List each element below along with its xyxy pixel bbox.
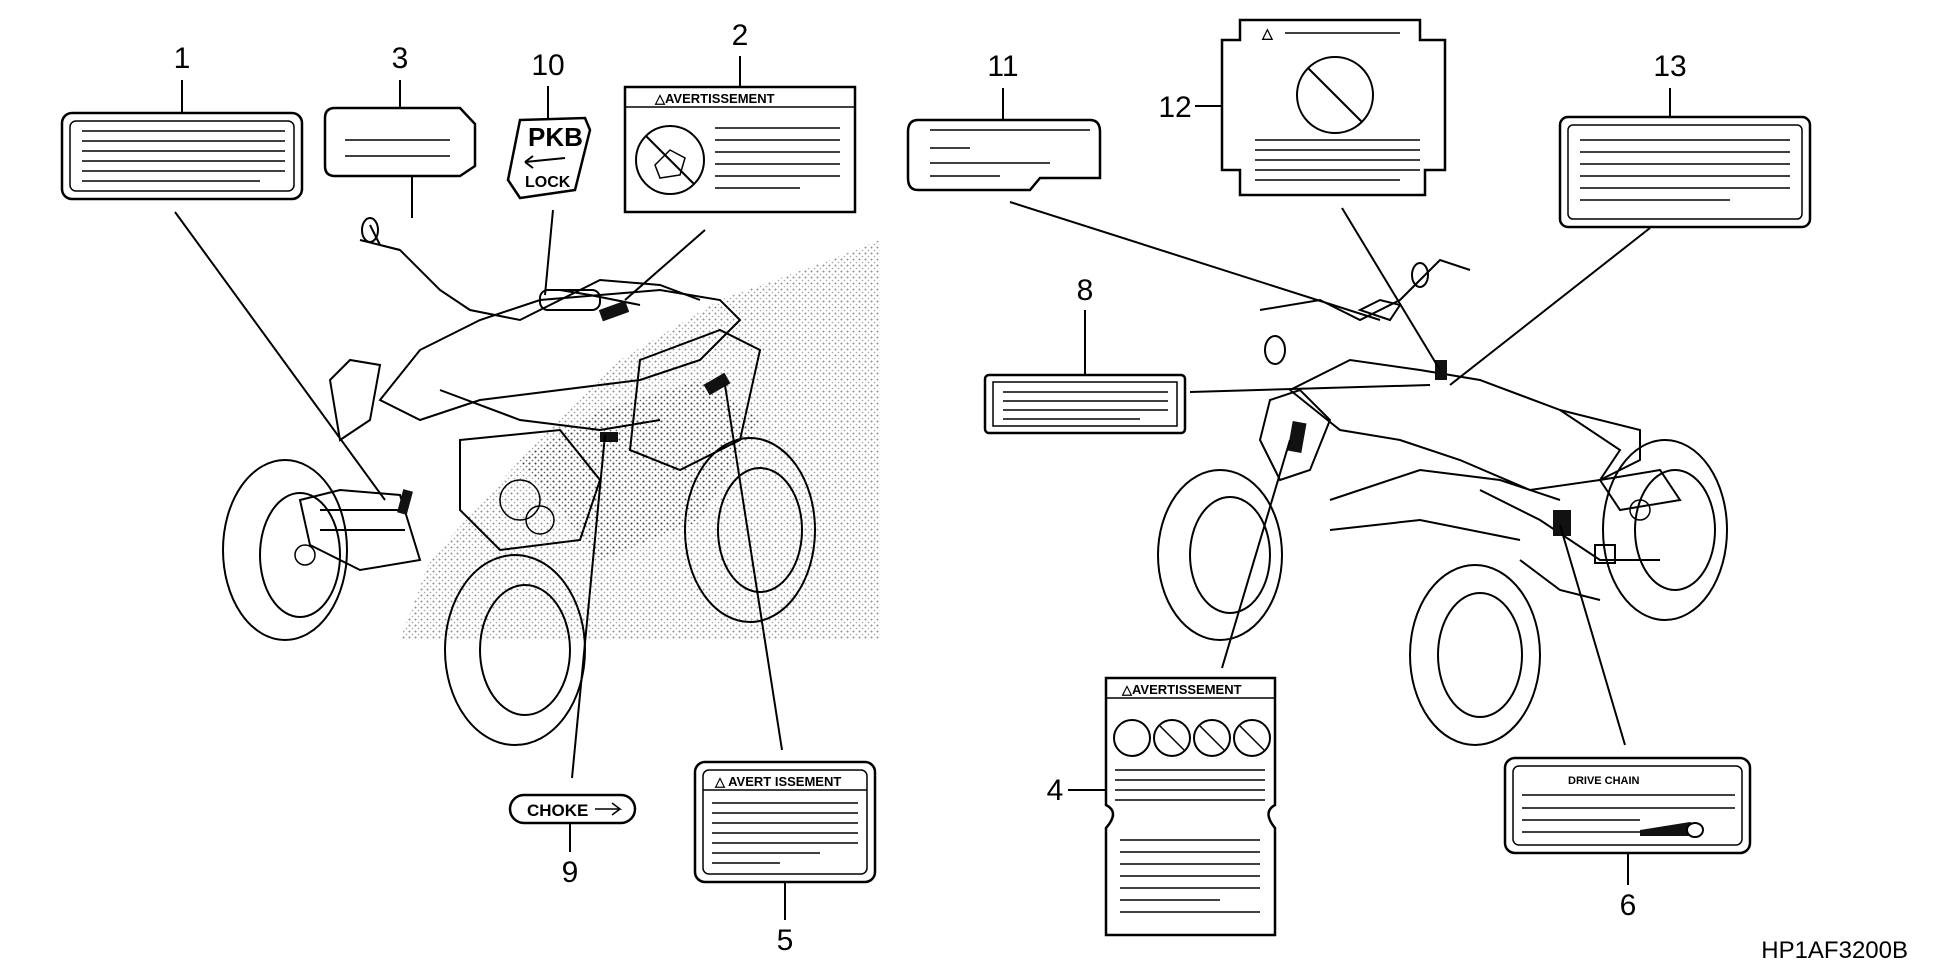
label-9-choke: CHOKE	[508, 793, 637, 825]
label-2-header: △AVERTISSEMENT	[654, 91, 775, 106]
label-12-plate: △	[1220, 18, 1447, 197]
callout-13: 13	[1653, 50, 1686, 83]
label-5-header: △ AVERT ISSEMENT	[714, 774, 841, 789]
callout-3: 3	[392, 42, 409, 75]
callout-9: 9	[562, 856, 579, 889]
label-5-warning-plate: △ AVERT ISSEMENT	[693, 760, 877, 884]
pkb-text: PKB	[528, 122, 583, 152]
callout-2: 2	[732, 19, 749, 52]
label-11-plate	[906, 118, 1102, 192]
callout-5: 5	[777, 924, 794, 957]
callout-11: 11	[987, 50, 1018, 83]
callout-4: 4	[1047, 774, 1064, 807]
label-4-warning-plate: △AVERTISSEMENT	[1104, 676, 1277, 937]
label-6-header: DRIVE CHAIN	[1568, 775, 1640, 787]
part-code: HP1AF3200B	[1761, 937, 1908, 964]
label-13-plate	[1558, 115, 1812, 229]
atv-front-illustration	[222, 217, 880, 746]
callout-8: 8	[1077, 274, 1094, 307]
label-8-plate	[983, 373, 1187, 435]
choke-text: CHOKE	[527, 801, 588, 820]
label-12-header: △	[1261, 25, 1274, 41]
callout-10: 10	[531, 49, 564, 82]
callout-1: 1	[174, 42, 191, 75]
callout-12: 12	[1158, 91, 1191, 124]
label-4-header: △AVERTISSEMENT	[1121, 682, 1242, 697]
label-6-drive-chain: DRIVE CHAIN	[1503, 756, 1752, 855]
lock-text: LOCK	[525, 174, 571, 191]
label-3-plate	[323, 106, 477, 178]
label-10-pkb-lock: PKB LOCK	[506, 116, 592, 200]
label-2-warning-plate: △AVERTISSEMENT	[623, 85, 857, 214]
atv-rear-illustration	[1157, 258, 1728, 746]
callout-6: 6	[1620, 889, 1637, 922]
label-1-plate	[60, 111, 304, 201]
